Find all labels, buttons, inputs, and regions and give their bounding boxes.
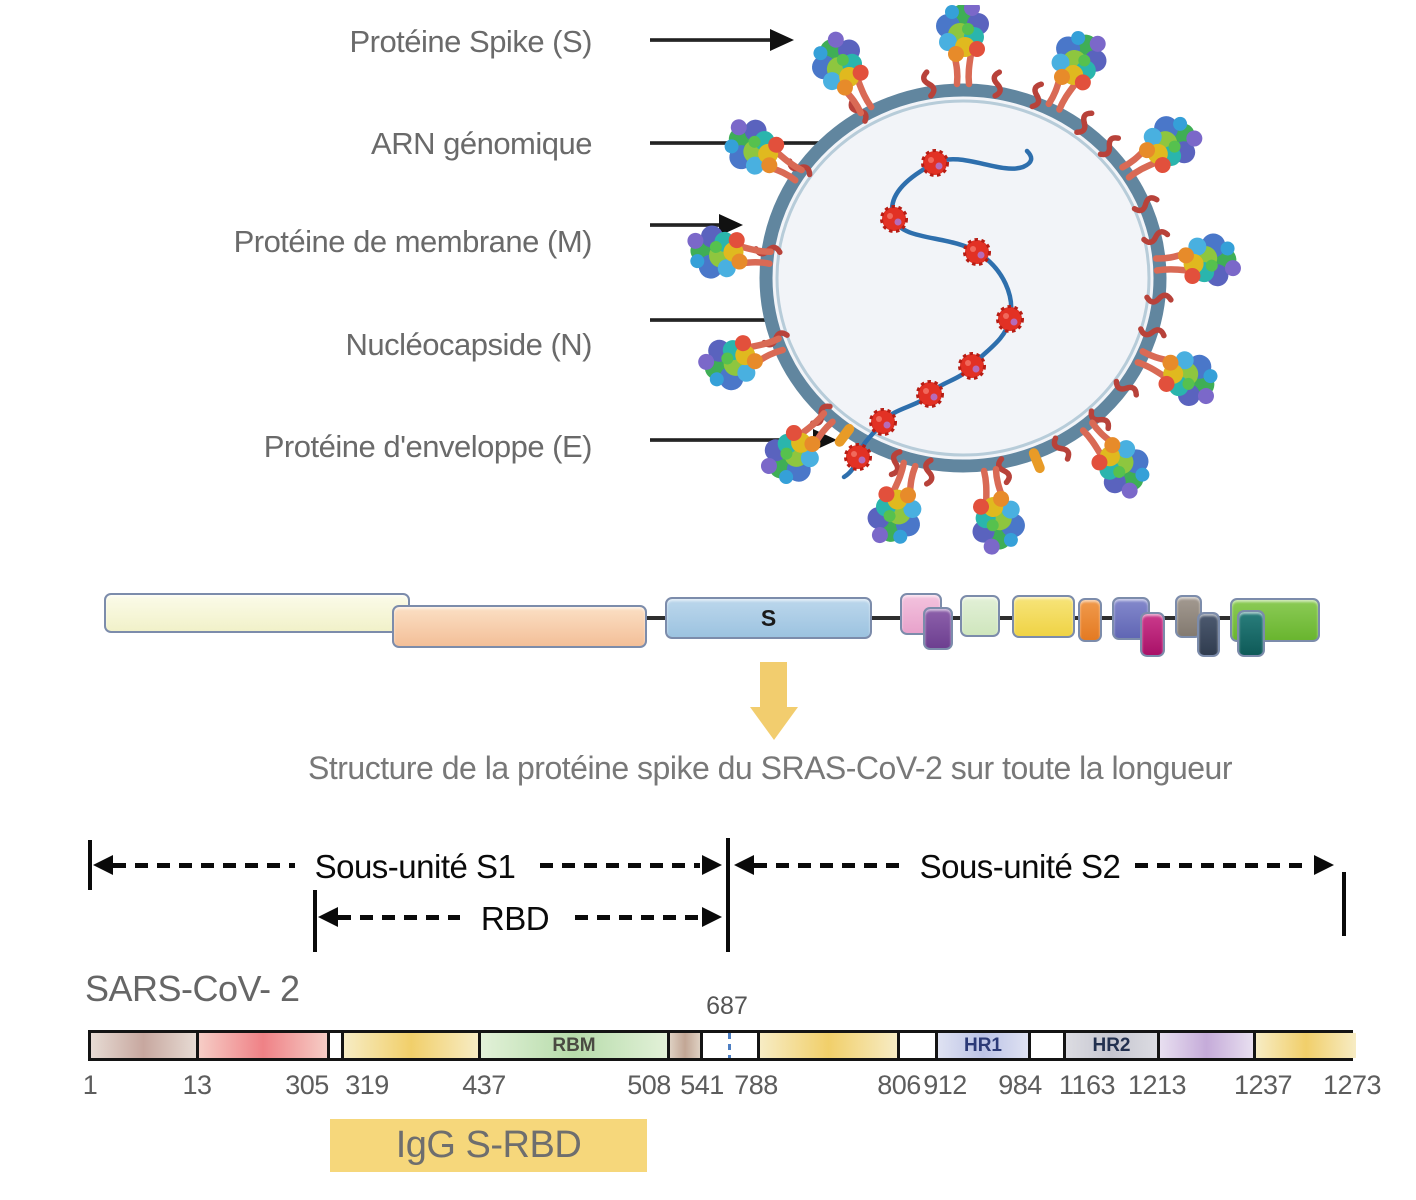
domain-label-rbm: RBM [552,1034,596,1056]
s-gene-label: S [760,604,777,631]
gene-box-yellow [1012,595,1075,638]
segment-ntd [199,1033,330,1058]
position-label: 305 [285,1070,329,1100]
segment-cterm [1256,1033,1356,1058]
position-label: 13 [182,1070,212,1100]
position-label: 788 [734,1070,778,1100]
gene-box-orange [1078,598,1102,642]
segment-rbm: RBM [481,1033,670,1058]
position-label: 437 [462,1070,506,1100]
cleavage-687-label: 687 [706,992,748,1020]
domain-label-hr2: HR2 [1092,1034,1131,1056]
position-label: 1213 [1127,1070,1187,1100]
segment-gap1 [330,1033,344,1058]
label-nucleocapsid: Nucléocapside (N) [345,327,593,362]
position-label: 984 [998,1070,1042,1100]
igg-srbd-box: IgG S-RBD [330,1119,647,1172]
position-label: 1163 [1058,1070,1116,1100]
s2-end-tick [1342,872,1346,936]
label-genomic-rna: ARN génomique [371,126,592,161]
position-label: 912 [923,1070,967,1100]
s2-label: Sous-unité S2 [919,848,1121,885]
segment-tm [1160,1033,1256,1058]
gene-box-darkslate [1197,612,1220,657]
gene-box-orf1a [104,593,410,633]
s1-label: Sous-unité S1 [314,848,516,885]
genomic-rna [841,148,1034,480]
label-membrane-protein: Protéine de membrane (M) [233,224,593,259]
cleavage-site-dash-icon [728,1033,731,1058]
domain-label-hr1: HR1 [963,1034,1002,1056]
position-label: 508 [627,1070,671,1100]
gene-box-orf1b [392,605,647,648]
segment-rbd [344,1033,481,1058]
igg-srbd-label: IgG S-RBD [395,1124,582,1166]
arrow-to-spike-icon [650,29,794,51]
segment-tan [670,1033,703,1058]
position-label: 806 [877,1070,921,1100]
sars-cov-2-label: SARS-CoV- 2 [85,968,300,1009]
gene-box-lightgreen [960,595,1000,637]
s1-s2-boundary-tick [726,838,730,952]
domain-bar: RBM HR1 HR2 [88,1030,1356,1061]
virus-membrane-ring [759,83,1167,473]
position-label: 541 [680,1070,724,1100]
segment-hr2: HR2 [1066,1033,1160,1058]
genome-connector [647,616,667,620]
spike-structure-title: Structure de la protéine spike du SRAS-C… [308,750,1232,786]
position-label: 319 [345,1070,389,1100]
rbd-label: RBD [480,900,550,937]
arrow-to-membrane-icon [650,214,743,236]
position-label: 1237 [1233,1070,1293,1100]
label-envelope-protein: Protéine d'enveloppe (E) [263,429,593,464]
gene-box-magenta [1140,612,1165,657]
position-label: 1273 [1322,1070,1382,1100]
s1-start-tick [88,840,92,890]
segment-fp [760,1033,900,1058]
gene-box-purple [923,607,953,650]
gene-box-teal [1237,610,1265,657]
position-label: 1 [82,1070,98,1100]
rbd-start-tick [313,890,317,952]
segment-nterm [91,1033,199,1058]
segment-gap2 [900,1033,938,1058]
segment-cleavage [703,1033,760,1058]
gene-box-s: S [665,597,872,639]
segment-hr1: HR1 [938,1033,1031,1058]
virus-illustration [630,5,1330,560]
label-spike-protein: Protéine Spike (S) [349,24,592,59]
segment-gap3 [1031,1033,1066,1058]
